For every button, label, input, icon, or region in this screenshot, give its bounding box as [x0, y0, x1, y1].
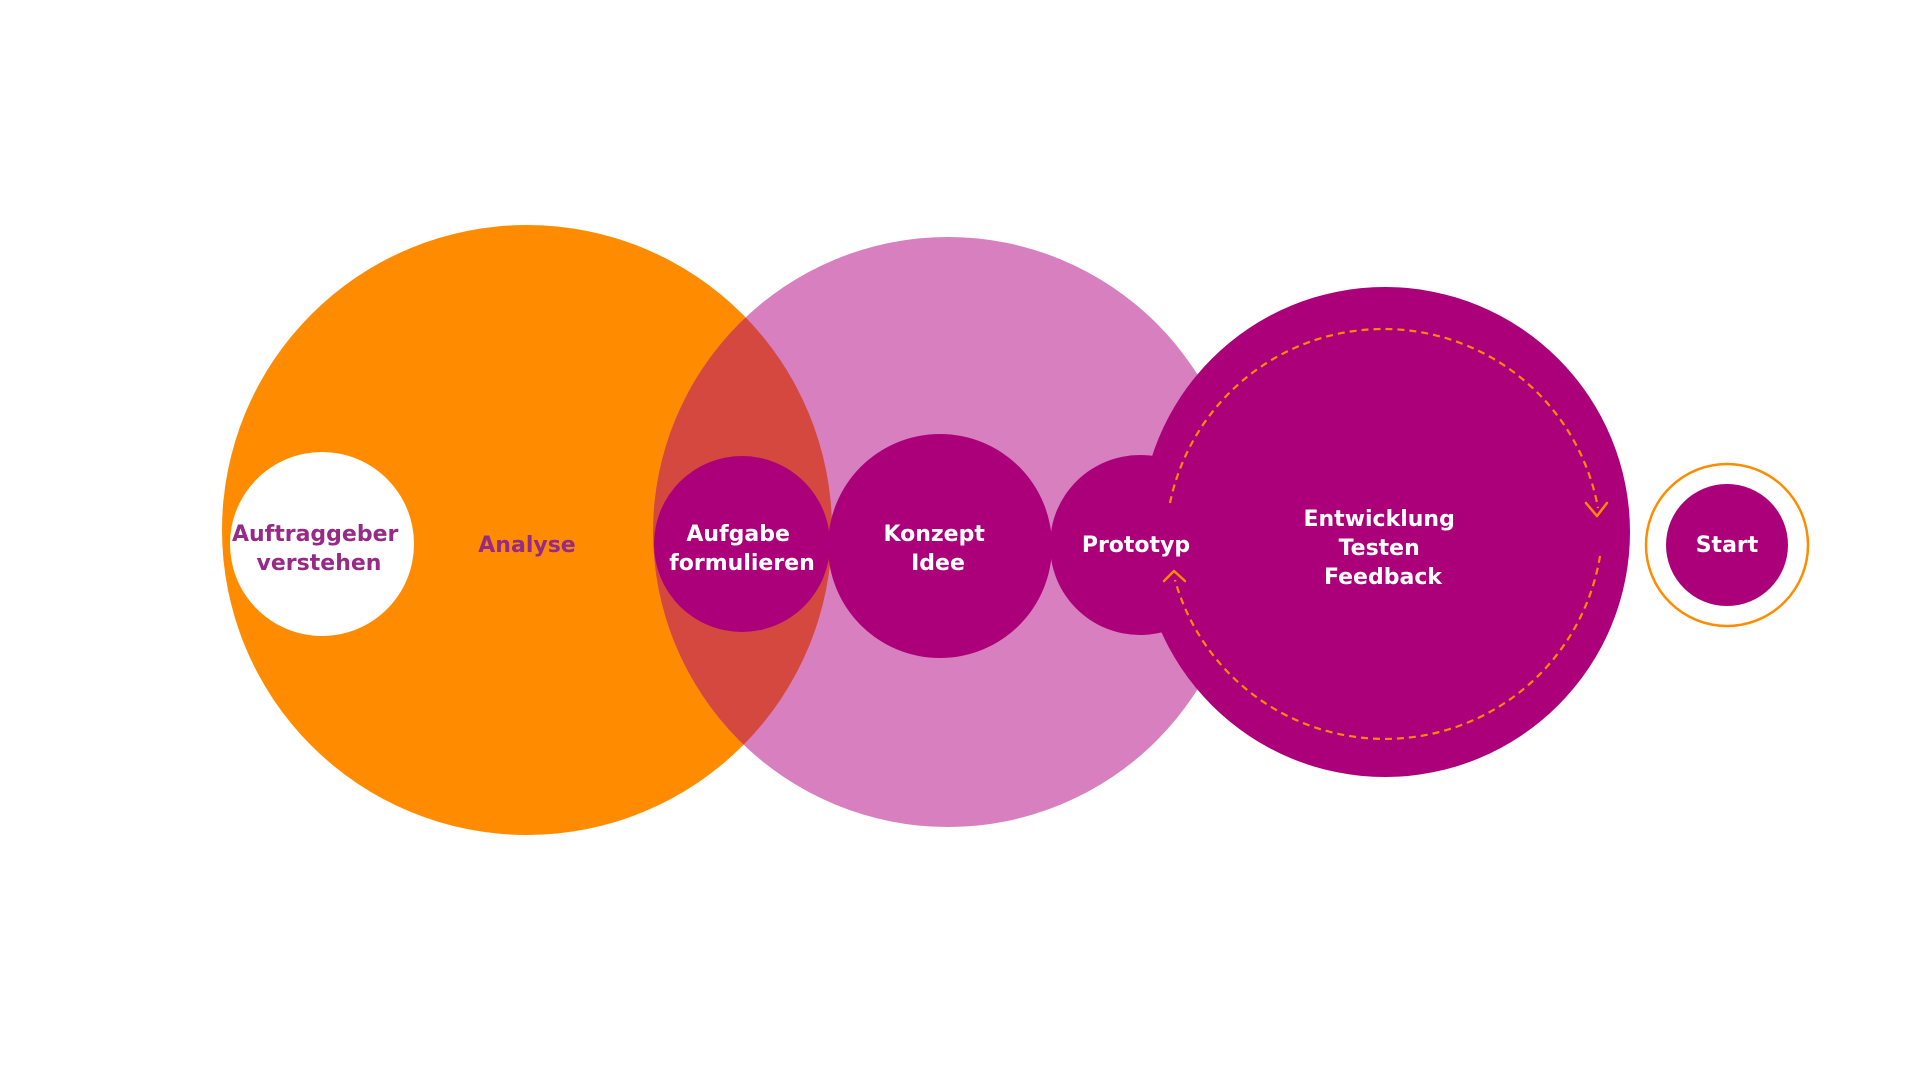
analyse-label: Analyse: [478, 533, 575, 558]
konzept-line1: Konzept: [883, 522, 985, 547]
konzept-circle: [828, 434, 1052, 658]
start-label: Start: [1696, 533, 1759, 558]
cycle-arrow-right-icon: [1584, 501, 1609, 518]
konzept-line2: Idee: [911, 551, 965, 576]
auftraggeber-line2: verstehen: [257, 551, 382, 576]
cycle-label: Entwicklung Testen Feedback: [1303, 507, 1462, 590]
prototyp-label: Prototyp: [1082, 533, 1190, 558]
analyse-circle: [222, 225, 832, 835]
cycle-line3: Feedback: [1324, 565, 1443, 590]
aufgabe-label: Aufgabe formulieren: [669, 522, 815, 576]
auftraggeber-circle: [230, 452, 414, 636]
aufgabe-line1: Aufgabe: [686, 522, 790, 547]
start-circle: [1666, 484, 1788, 606]
auftraggeber-label: Auftraggeber verstehen: [232, 522, 406, 576]
start-ring: [1644, 462, 1810, 628]
cycle-circle: [1140, 287, 1630, 777]
aufgabe-line2: formulieren: [669, 551, 815, 576]
cycle-line1: Entwicklung: [1303, 507, 1454, 532]
cycle-arc-top: [1168, 327, 1600, 509]
konzept-label: Konzept Idee: [883, 522, 992, 576]
cycle-line2: Testen: [1339, 536, 1420, 561]
cycle-arrow-left-icon: [1162, 569, 1187, 583]
cycle-arc-bottom: [1173, 555, 1602, 741]
aufgabe-circle: [654, 456, 830, 632]
auftraggeber-line1: Auftraggeber: [232, 522, 399, 547]
